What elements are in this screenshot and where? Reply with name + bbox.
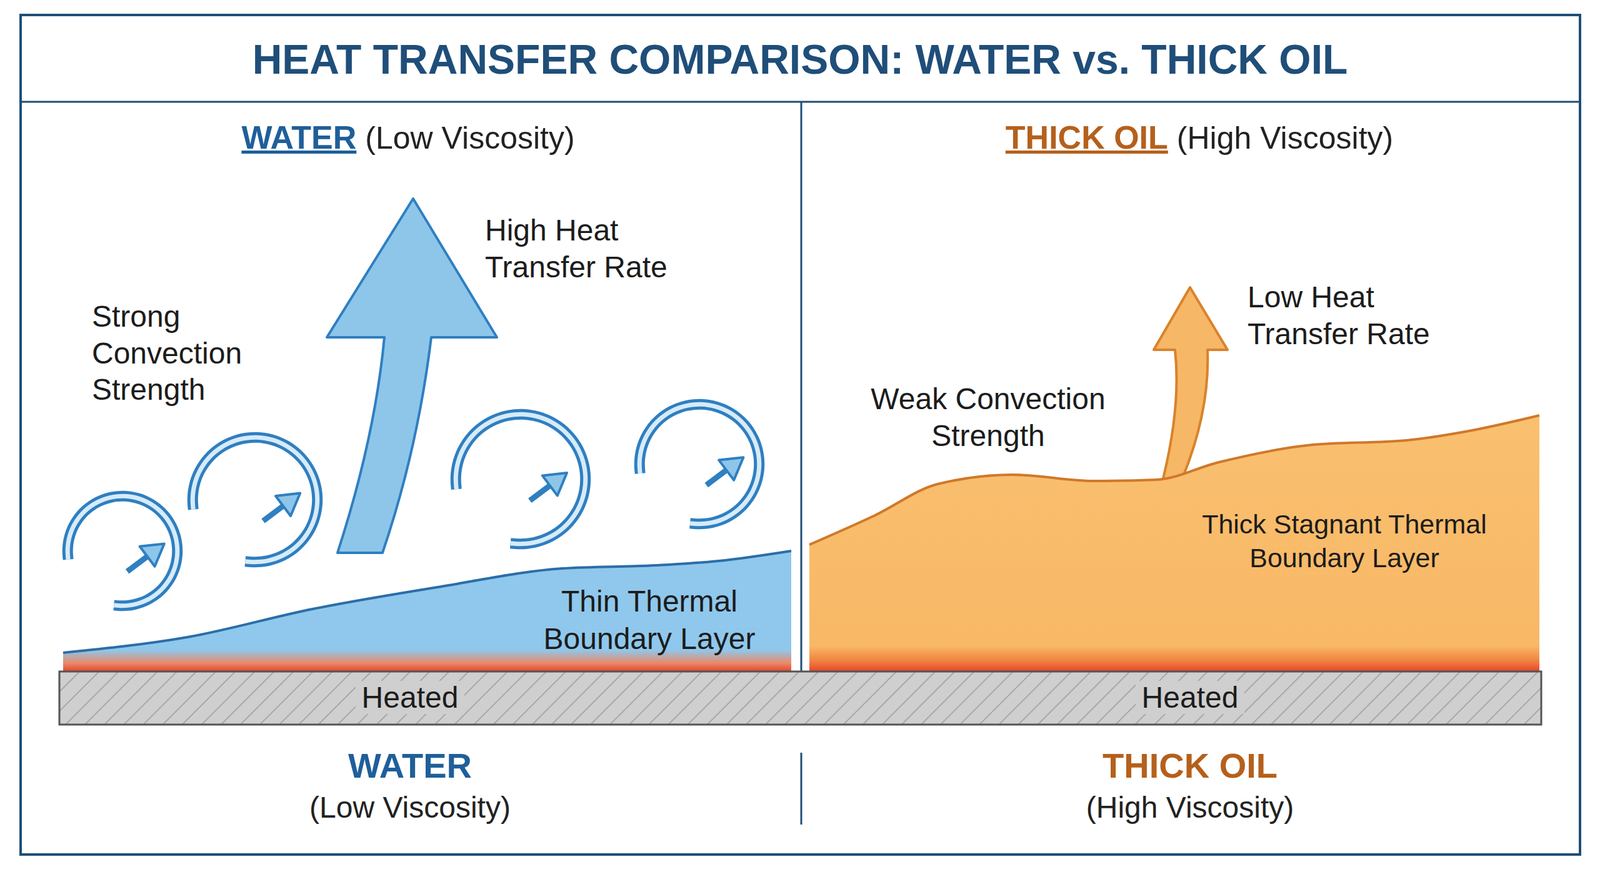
swirl-tail <box>530 485 550 501</box>
oil-boundary-layer-fill <box>809 415 1540 672</box>
panel-subheading: (High Viscosity) <box>1176 120 1394 157</box>
footer-divider <box>800 753 803 825</box>
callout-label: Weak Convection Strength <box>841 381 1135 455</box>
plate-label: Heated <box>1135 681 1245 715</box>
heat-flow-arrow <box>1153 287 1228 482</box>
plate-label: Heated <box>355 681 465 715</box>
swirl-core <box>192 437 317 562</box>
outer-frame <box>20 15 1580 855</box>
swirl-tail <box>263 506 284 522</box>
callout-label: High Heat Transfer Rate <box>485 212 723 286</box>
footer-subheading: (Low Viscosity) <box>222 790 598 827</box>
callout-label: Low Heat Transfer Rate <box>1247 279 1485 353</box>
oil-boundary-layer: Thick Stagnant Thermal Boundary Layer <box>809 406 1540 672</box>
swirl-arrowhead <box>542 473 567 496</box>
layer-label: Thin Thermal Boundary Layer <box>515 583 784 659</box>
swirl-tail <box>127 556 148 572</box>
footer-subheading: (High Viscosity) <box>1002 790 1378 827</box>
layer-label: Heated <box>1096 679 1284 717</box>
heading-line: THICK OIL(High Viscosity) <box>824 118 1575 157</box>
swirl-outline <box>192 437 317 562</box>
diagram-title: HEAT TRANSFER COMPARISON: WATER vs. THIC… <box>50 34 1550 85</box>
water-boundary-layer-fill <box>63 551 792 672</box>
heat-flow-arrow <box>326 198 497 554</box>
swirl-core <box>455 414 585 544</box>
footer-heading: THICK OIL <box>1002 745 1378 788</box>
swirl-arrowhead <box>140 543 165 567</box>
swirl-outline <box>639 404 759 524</box>
layer-label: Heated <box>316 679 504 717</box>
heading-line: WATER(Low Viscosity) <box>33 118 784 157</box>
footer-heading: WATER <box>222 745 598 788</box>
panel-divider <box>800 101 803 672</box>
swirl-core <box>67 496 178 607</box>
swirl-arrowhead <box>275 493 300 517</box>
plate-body <box>59 671 1542 725</box>
swirl-core <box>639 404 759 524</box>
panel-heading: WATER <box>241 118 357 157</box>
swirl-arrowhead <box>718 457 744 480</box>
panel-heading: THICK OIL <box>1005 118 1169 157</box>
swirl-outline <box>67 496 178 607</box>
swirl-tail <box>706 470 727 486</box>
layer-label: Thick Stagnant Thermal Boundary Layer <box>1150 508 1539 576</box>
callout-label: Strong Convection Strength <box>91 298 274 409</box>
swirl-outline <box>455 414 585 544</box>
heated-plate: Heated Heated <box>59 671 1542 725</box>
panel-subheading: (Low Viscosity) <box>365 120 575 157</box>
water-boundary-layer: Thin Thermal Boundary Layer <box>63 543 792 672</box>
heated-plate-outline <box>59 671 1542 725</box>
